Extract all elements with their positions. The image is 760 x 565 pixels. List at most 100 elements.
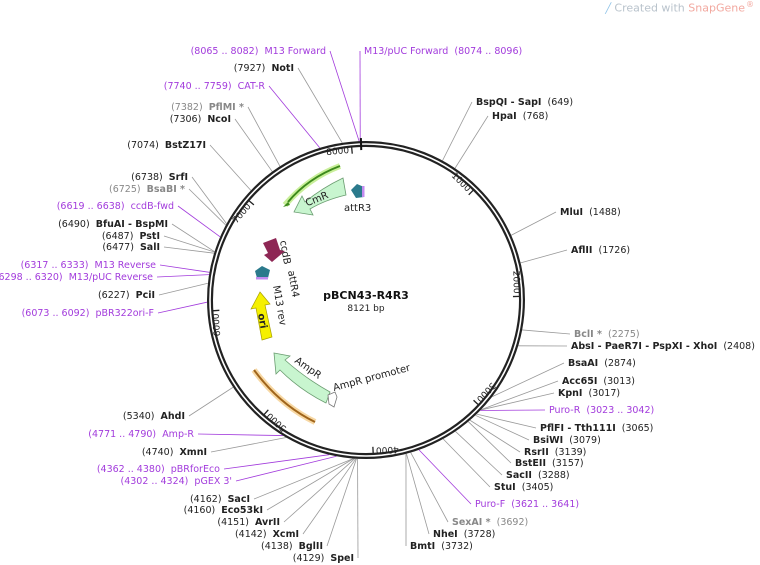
restriction-site-label[interactable]: RsrII (3139) [524,447,586,458]
site-leader-line [511,211,557,236]
restriction-site-label[interactable]: SexAI * (3692) [452,517,528,528]
site-name: AflII [571,245,592,256]
restriction-site-label[interactable]: (6725) BsaBI * [109,184,185,195]
primer-label[interactable]: M13/pUC Forward (8074 .. 8096) [364,46,522,57]
site-position: (3621 .. 3641) [511,499,579,510]
restriction-site-label[interactable]: (7927) NotI [234,63,294,74]
tick-mark [473,399,480,406]
restriction-site-label[interactable]: (7382) PflMI * [171,102,244,113]
restriction-site-label[interactable]: (4142) XcmI [235,529,299,540]
plasmid-name: pBCN43-R4R3 [323,289,409,302]
restriction-site-label[interactable]: BclI * (2275) [574,329,640,340]
site-position: (4160) [184,505,216,516]
restriction-site-label[interactable]: BsiWI (3079) [533,435,601,446]
restriction-site-label[interactable]: BmtI (3732) [410,541,473,552]
site-leader-line [442,438,491,488]
m13-rev-label: M13 rev [270,285,288,327]
ccdb-label: ccdB [277,240,292,266]
restriction-site-label[interactable]: (5340) AhdI [123,411,185,422]
site-leader-line [468,421,512,464]
primer-label[interactable]: (4771 .. 4790) Amp-R [88,429,194,440]
site-position: (4162) [190,494,222,505]
restriction-site-label[interactable]: BsaAI (2874) [568,358,636,369]
site-leader-line [442,101,473,161]
restriction-site-label[interactable]: (4129) SpeI [293,553,354,564]
restriction-site-label[interactable]: SacII (3288) [506,470,570,481]
restriction-site-label[interactable]: (4740) XmnI [142,447,207,458]
restriction-site-label[interactable]: AflII (1726) [571,245,630,256]
primer-label[interactable]: (4302 .. 4324) pGEX 3' [121,476,232,487]
primer-label[interactable]: (6619 .. 6638) ccdB-fwd [57,201,174,212]
site-name: AhdI [161,411,185,422]
restriction-site-label[interactable]: PflFI - Tth111I (3065) [540,423,653,434]
site-name: SexAI * [452,517,491,528]
tick-label: 2000 [510,271,521,294]
attr3-feature[interactable] [351,184,364,198]
site-leader-line [454,115,489,169]
ori-feature-arrow[interactable] [250,291,273,341]
site-leader-line [253,458,354,500]
restriction-site-label[interactable]: (6738) SrfI [131,172,188,183]
site-name: pBRforEco [171,464,220,475]
site-position: (6487) [102,231,134,242]
primer-label[interactable]: (4362 .. 4380) pBRforEco [97,464,220,475]
restriction-site-label[interactable]: (7074) BstZ17I [127,140,206,151]
restriction-site-label[interactable]: StuI (3405) [494,482,553,493]
branding-prefix: Created with [614,1,689,15]
restriction-site-label[interactable]: (4162) SacI [190,494,250,505]
site-name: Amp-R [162,429,194,440]
restriction-site-label[interactable]: (4151) AvrII [217,517,280,528]
restriction-site-label[interactable]: HpaI (768) [492,111,548,122]
restriction-site-label[interactable]: (7306) NcoI [170,114,231,125]
site-position: (8074 .. 8096) [454,46,522,57]
cmr-feature-arrow[interactable] [293,177,347,216]
snapgene-logo-icon: ╱ [605,3,615,15]
ampr-promoter-feature[interactable] [327,391,338,408]
restriction-site-label[interactable]: (4160) Eco53kI [184,505,263,516]
tick-label: 5000 [265,410,289,433]
tick-label: 6000 [212,313,224,337]
restriction-site-label[interactable]: NheI (3728) [433,529,495,540]
restriction-site-label[interactable]: MluI (1488) [560,207,621,218]
attr4-feature[interactable] [255,266,270,278]
site-position: (3023 .. 3042) [586,405,654,416]
restriction-site-label[interactable]: (6490) BfuAI - BspMI [58,219,168,230]
site-position: (3079) [569,435,601,446]
site-position: (6738) [131,172,163,183]
primer-label[interactable]: (6298 .. 6320) M13/pUC Reverse [0,272,153,283]
primer-label[interactable]: (7740 .. 7759) CAT-R [164,81,266,92]
site-name: XcmI [273,529,299,540]
site-position: (3157) [552,458,584,469]
site-position: (3728) [464,529,496,540]
ori-label: ori [255,313,268,330]
restriction-site-label[interactable]: BspQI - SapI (649) [476,97,573,108]
site-name: KpnI [558,388,582,399]
ccdb-feature-arrow[interactable] [263,238,285,262]
primer-label[interactable]: (8065 .. 8082) M13 Forward [191,46,326,57]
restriction-site-label[interactable]: (6487) PstI [102,231,160,242]
site-name: BclI * [574,329,602,340]
site-name: BsaBI * [147,184,185,195]
site-name: SpeI [330,553,354,564]
restriction-site-label[interactable]: KpnI (3017) [558,388,620,399]
site-leader-line [209,144,252,191]
restriction-site-label[interactable]: BstEII (3157) [515,458,584,469]
primer-label[interactable]: (6073 .. 6092) pBR322ori-F [22,308,154,319]
site-leader-line [476,413,537,429]
restriction-site-label[interactable]: (4138) BglII [261,541,323,552]
primer-label[interactable]: (6317 .. 6333) M13 Reverse [21,260,157,271]
restriction-site-label[interactable]: Acc65I (3013) [562,376,635,387]
site-name: NcoI [207,114,231,125]
site-name: PflMI * [209,102,244,113]
site-name: AbsI - PaeR7I - PspXI - XhoI [571,341,717,352]
site-leader-line [266,458,354,511]
restriction-site-label[interactable]: AbsI - PaeR7I - PspXI - XhoI (2408) [571,341,755,352]
site-name: ccdB-fwd [131,201,174,212]
site-name: BspQI - SapI [476,97,541,108]
site-name: BfuAI - BspMI [96,219,168,230]
primer-label[interactable]: Puro-R (3023 .. 3042) [549,405,654,416]
restriction-site-label[interactable]: (6477) SalI [102,242,160,253]
cat-r-primer-arc [287,165,341,203]
restriction-site-label[interactable]: (6227) PciI [98,290,155,301]
primer-label[interactable]: Puro-F (3621 .. 3641) [475,499,579,510]
